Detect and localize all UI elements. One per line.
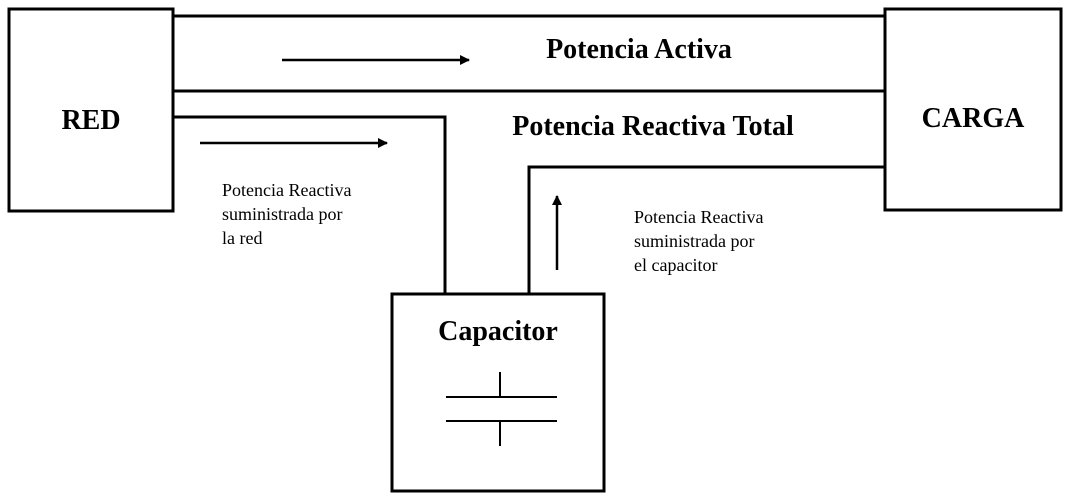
annotation-line: Potencia Reactiva xyxy=(222,180,351,200)
capacitor-block: Capacitor xyxy=(390,292,606,493)
capacitor-symbol-icon xyxy=(446,372,557,446)
capacitor-reactive-path xyxy=(527,165,885,294)
carga-label: CARGA xyxy=(922,103,1025,134)
capacitor-reactive-annotation: Potencia Reactiva suministrada por el ca… xyxy=(634,207,763,275)
annotation-line: la red xyxy=(222,228,262,248)
annotation-line: suministrada por xyxy=(634,231,754,251)
annotation-line: el capacitor xyxy=(634,255,717,275)
red-block: RED xyxy=(7,7,175,213)
grid-reactive-path xyxy=(173,115,447,294)
active-power-label: Potencia Activa xyxy=(546,34,732,65)
annotation-line: suministrada por xyxy=(222,204,342,224)
flow-arrows xyxy=(200,55,562,270)
annotation-line: Potencia Reactiva xyxy=(634,207,763,227)
total-reactive-power-label: Potencia Reactiva Total xyxy=(512,111,794,142)
red-label: RED xyxy=(61,105,120,136)
capacitor-label: Capacitor xyxy=(438,316,558,347)
carga-block: CARGA xyxy=(883,7,1063,212)
connection-lines xyxy=(173,14,885,294)
grid-reactive-annotation: Potencia Reactiva suministrada por la re… xyxy=(222,180,351,248)
